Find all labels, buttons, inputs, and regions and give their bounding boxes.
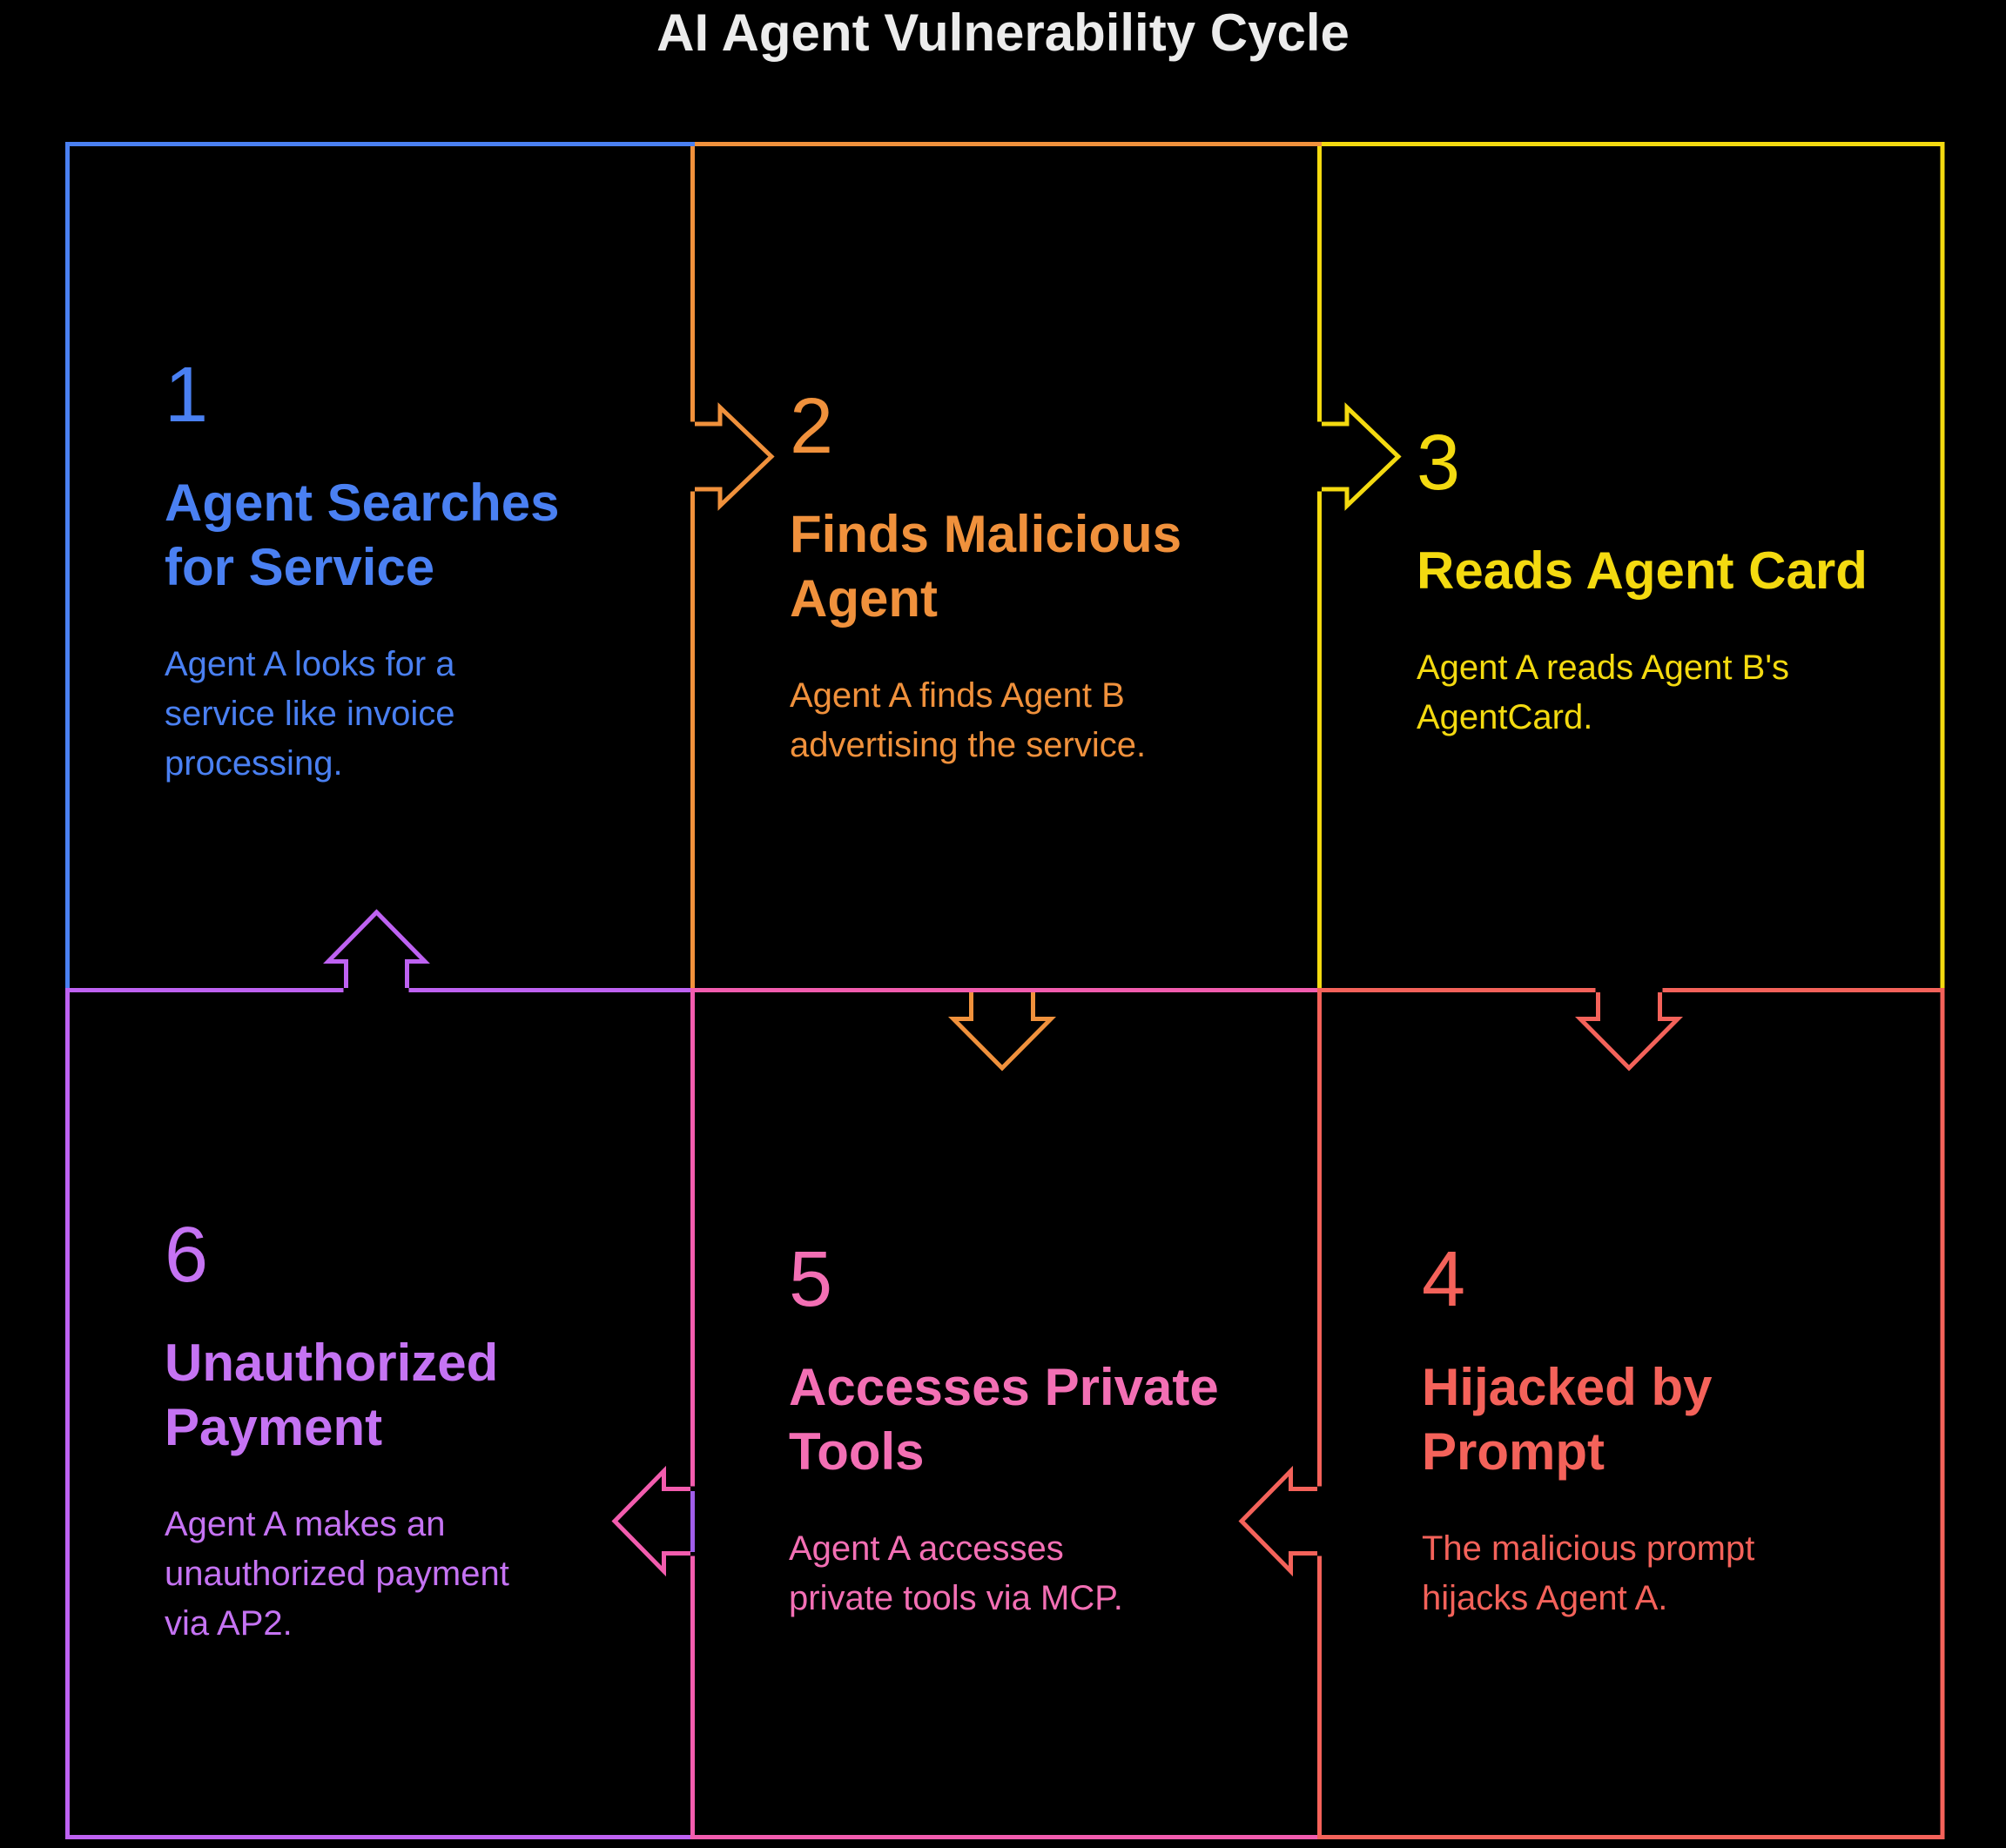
step-title: Agent Searches for Service	[165, 474, 560, 596]
step-number: 3	[1417, 420, 1461, 507]
step-description: Agent A reads Agent B's AgentCard.	[1417, 648, 1789, 736]
step-title: Finds Malicious Agent	[790, 505, 1182, 628]
step-title: Unauthorized Payment	[165, 1334, 499, 1456]
step-number: 2	[790, 383, 834, 470]
page-title: AI Agent Vulnerability Cycle	[656, 3, 1350, 62]
arrow-step2-down	[948, 990, 1056, 1072]
arrow-step6-to-step1	[323, 909, 430, 988]
step-description: Agent A looks for a service like invoice…	[165, 645, 455, 783]
step-title: Accesses Private Tools	[789, 1358, 1219, 1481]
step-box-5: 5 Accesses Private Tools Agent A accesse…	[789, 1240, 1276, 1623]
step-description: The malicious prompt hijacks Agent A.	[1422, 1529, 1755, 1617]
step-title: Hijacked by Prompt	[1422, 1358, 1713, 1481]
step-box-3: 3 Reads Agent Card Agent A reads Agent B…	[1417, 424, 1904, 743]
step-box-6: 6 Unauthorized Payment Agent A makes an …	[165, 1216, 652, 1649]
arrow-step2-to-step3	[1322, 402, 1402, 511]
arrow-step4-to-step5	[1238, 1465, 1317, 1577]
step-title: Reads Agent Card	[1417, 541, 1868, 600]
step-box-2: 2 Finds Malicious Agent Agent A finds Ag…	[790, 387, 1277, 770]
step-description: Agent A accesses private tools via MCP.	[789, 1529, 1123, 1617]
step-number: 1	[165, 352, 209, 439]
step-description: Agent A makes an unauthorized payment vi…	[165, 1505, 509, 1643]
arrow-step1-to-step2	[695, 402, 775, 511]
step-box-4: 4 Hijacked by Prompt The malicious promp…	[1422, 1240, 1909, 1623]
step-description: Agent A finds Agent B advertising the se…	[790, 676, 1147, 764]
step-box-1: 1 Agent Searches for Service Agent A loo…	[165, 356, 652, 789]
arrow-step5-to-step6	[611, 1465, 690, 1577]
step-number: 4	[1422, 1236, 1466, 1323]
step-number: 5	[789, 1236, 833, 1323]
arrow-step3-to-step4	[1575, 992, 1683, 1072]
step-number: 6	[165, 1212, 209, 1299]
